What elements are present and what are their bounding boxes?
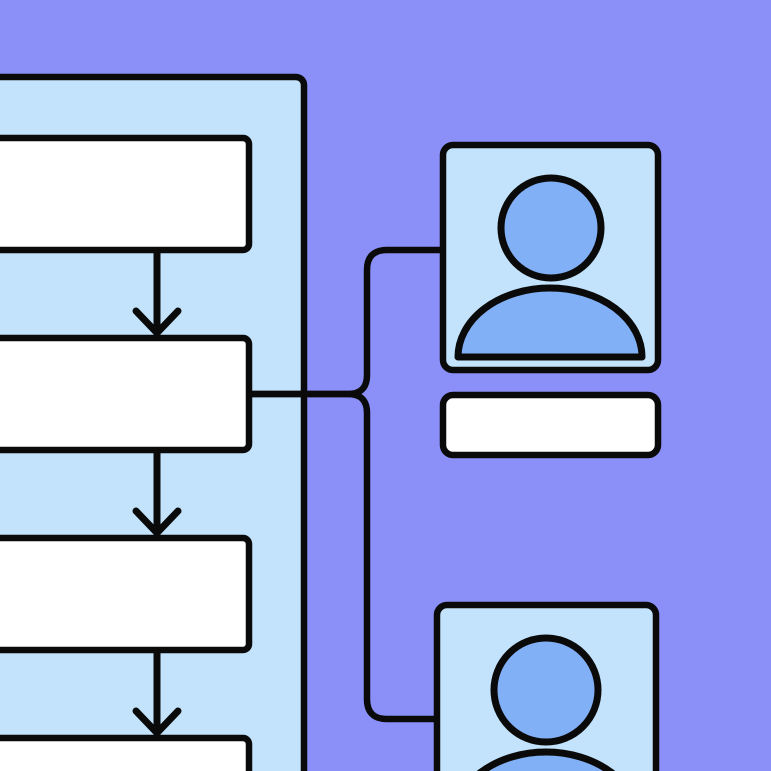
down-arrow-icon bbox=[132, 448, 182, 537]
flowchart-node-1 bbox=[0, 134, 253, 254]
connector-to-card-2 bbox=[249, 390, 441, 723]
flowchart-node-4 bbox=[0, 734, 253, 771]
profile-card-1 bbox=[439, 141, 662, 459]
flowchart-node-2 bbox=[0, 334, 253, 454]
avatar-head bbox=[497, 174, 605, 282]
down-arrow-icon bbox=[132, 648, 182, 737]
flow-arrows bbox=[132, 248, 182, 737]
user-avatar-icon bbox=[476, 634, 616, 771]
user-avatar-icon bbox=[454, 174, 646, 361]
avatar-head bbox=[490, 634, 602, 746]
avatar-shoulders bbox=[454, 284, 646, 361]
flowchart-node-3 bbox=[0, 534, 253, 654]
profile-card-2 bbox=[433, 601, 660, 771]
avatar-shoulders bbox=[476, 748, 616, 771]
branch-connectors bbox=[249, 246, 447, 723]
down-arrow-icon bbox=[132, 248, 182, 337]
name-field bbox=[439, 391, 662, 459]
flowchart-nodes bbox=[0, 134, 253, 771]
